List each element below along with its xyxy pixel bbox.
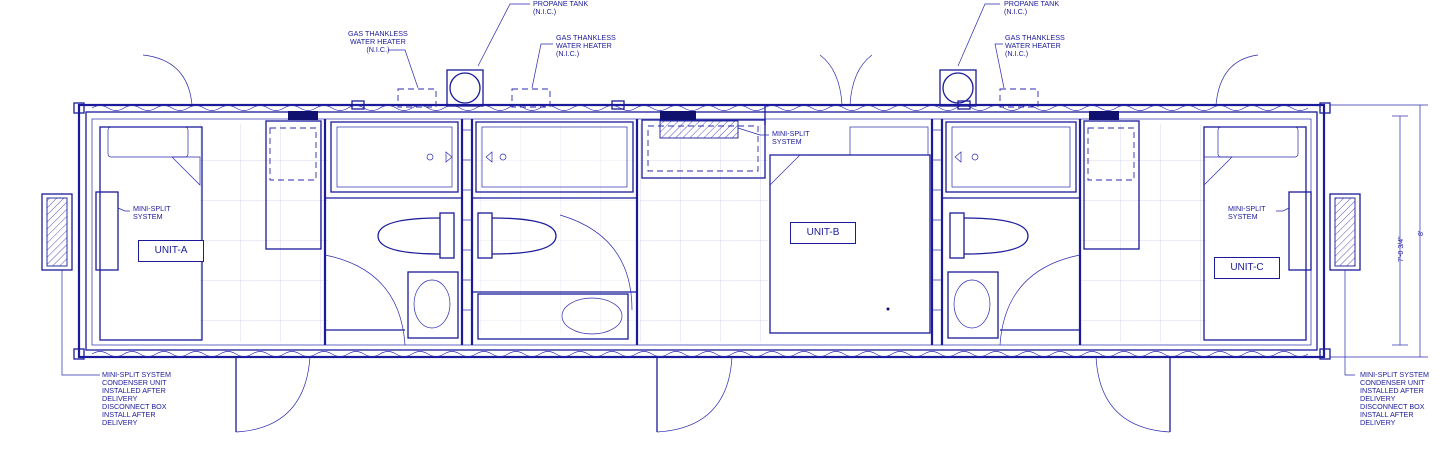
water-heater-note-1: GAS THANKLESS WATER HEATER (N.I.C.) [348,29,408,54]
bed-unit-c [1203,126,1307,341]
mini-split-heads [95,111,1312,271]
water-heater-note-2: GAS THANKLESS WATER HEATER (N.I.C.) [556,33,616,58]
mini-split-note-b: MINI-SPLIT SYSTEM [772,129,810,146]
propane-tank-left-note: PROPANE TANK (N.I.C.) [533,0,589,16]
exterior-equipment [351,69,1039,110]
condenser-note-right: MINI-SPLIT SYSTEM CONDENSER UNIT INSTALL… [1360,370,1429,427]
showers [330,121,1077,193]
toilets [377,212,1029,259]
floor-tile-grid [200,124,1206,342]
water-heater-note-3: GAS THANKLESS WATER HEATER (N.I.C.) [1005,33,1065,58]
condensers [41,193,1361,271]
dimension-lines [886,104,1428,358]
bed-unit-b [769,126,931,334]
interior-walls [323,105,1082,345]
leader-lines [61,3,1355,376]
wall-studs [462,129,942,311]
dimension-outer-width: 8' [1418,230,1425,236]
propane-tank-right-note: PROPANE TANK (N.I.C.) [1004,0,1060,16]
sinks [407,271,999,340]
mini-split-note-a: MINI-SPLIT SYSTEM [133,204,171,221]
door-swings [142,54,1259,433]
dimension-inner-width: 7'-0 3/4" [1398,236,1405,262]
unit-a-label: UNIT-A [138,240,204,262]
condenser-note-left: MINI-SPLIT SYSTEM CONDENSER UNIT INSTALL… [102,370,171,427]
bed-unit-a [99,126,203,341]
unit-c-label: UNIT-C [1214,257,1280,279]
container-shell [73,102,1331,360]
mini-split-note-c: MINI-SPLIT SYSTEM [1228,204,1266,221]
unit-b-label: UNIT-B [790,222,856,244]
